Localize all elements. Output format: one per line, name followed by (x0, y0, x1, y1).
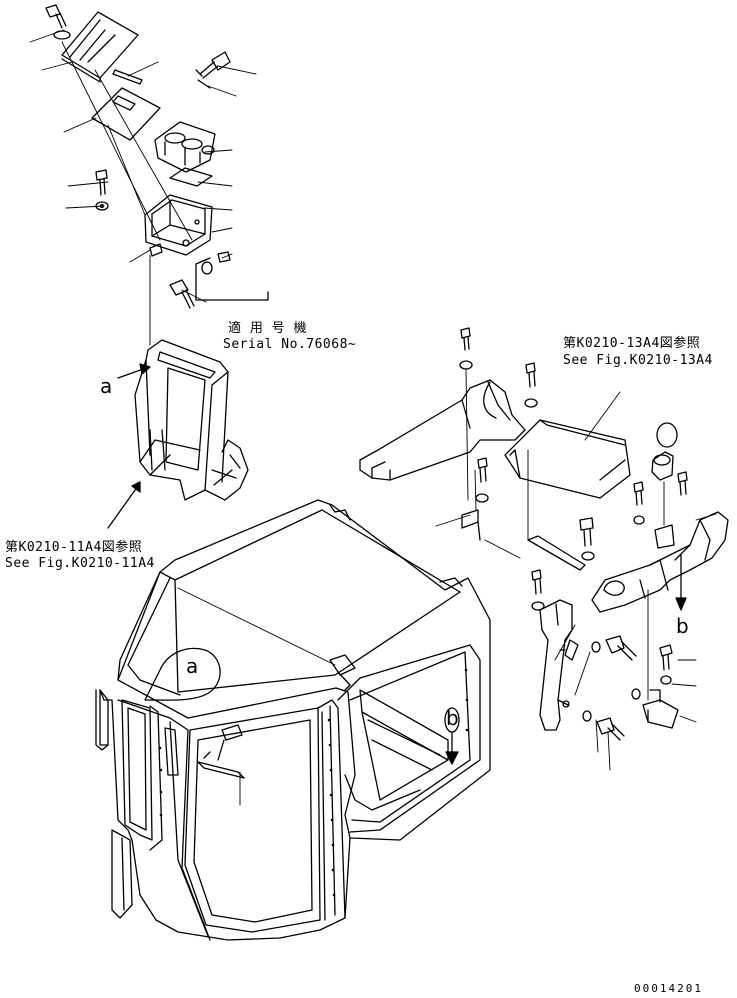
cab-frame (95, 499, 491, 941)
washer-top-left (53, 30, 71, 40)
console-box (144, 194, 213, 256)
mounting-bracket (197, 761, 245, 779)
bolt-r9 (633, 481, 644, 506)
lower-bracket (461, 509, 479, 529)
reference-11a4-en: See Fig.K0210-11A4 (5, 556, 155, 571)
console-panel (591, 511, 729, 613)
bolt-r5 (531, 569, 542, 595)
reference-arrows (107, 363, 151, 529)
cup-holder (154, 121, 216, 173)
applicability-label-jp: 適 用 号 機 (228, 321, 307, 336)
marker-b-right: b (676, 614, 689, 638)
console-box-assembly (29, 4, 269, 346)
applicability-bracket (195, 257, 269, 301)
cover-plate (61, 11, 139, 79)
console-stand (134, 339, 249, 501)
reference-11a4-jp: 第K0210-11A4図参照 (5, 540, 143, 555)
bolt-r7 (596, 717, 625, 741)
lid-plate (91, 87, 161, 141)
marker-a-balloon: a (186, 654, 199, 678)
floor-cover (359, 379, 526, 481)
vertical-bracket (539, 599, 573, 731)
grab-handle-right (164, 727, 179, 776)
reference-13a4-jp: 第K0210-13A4図参照 (563, 336, 701, 351)
washer-r1 (459, 360, 473, 370)
bolt-r8 (677, 471, 688, 496)
bolt-r1 (460, 327, 471, 351)
bolt-r6 (605, 635, 637, 661)
bolt-top-right (199, 51, 231, 79)
bolt-r3 (525, 362, 536, 388)
mat (169, 167, 213, 187)
bolt-r4 (579, 517, 594, 547)
bolt-r2 (477, 457, 488, 483)
clip (217, 251, 231, 263)
bolt-top-left (45, 4, 67, 29)
bolt-r10 (659, 644, 673, 671)
marker-b-cab: b (446, 706, 459, 730)
reference-13a4-en: See Fig.K0210-13A4 (563, 353, 713, 368)
cigarette-lighter (651, 422, 678, 481)
strip (112, 69, 143, 85)
drawing-number: 00014201 (634, 982, 703, 995)
marker-a-left: a (100, 374, 113, 398)
rivet-row (158, 668, 469, 897)
small-bracket (642, 699, 679, 729)
applicability-label-en: Serial No.76068~ (223, 337, 357, 352)
flat-bar (527, 535, 586, 571)
right-cover-assembly (359, 327, 729, 771)
balloon-a (144, 647, 221, 701)
